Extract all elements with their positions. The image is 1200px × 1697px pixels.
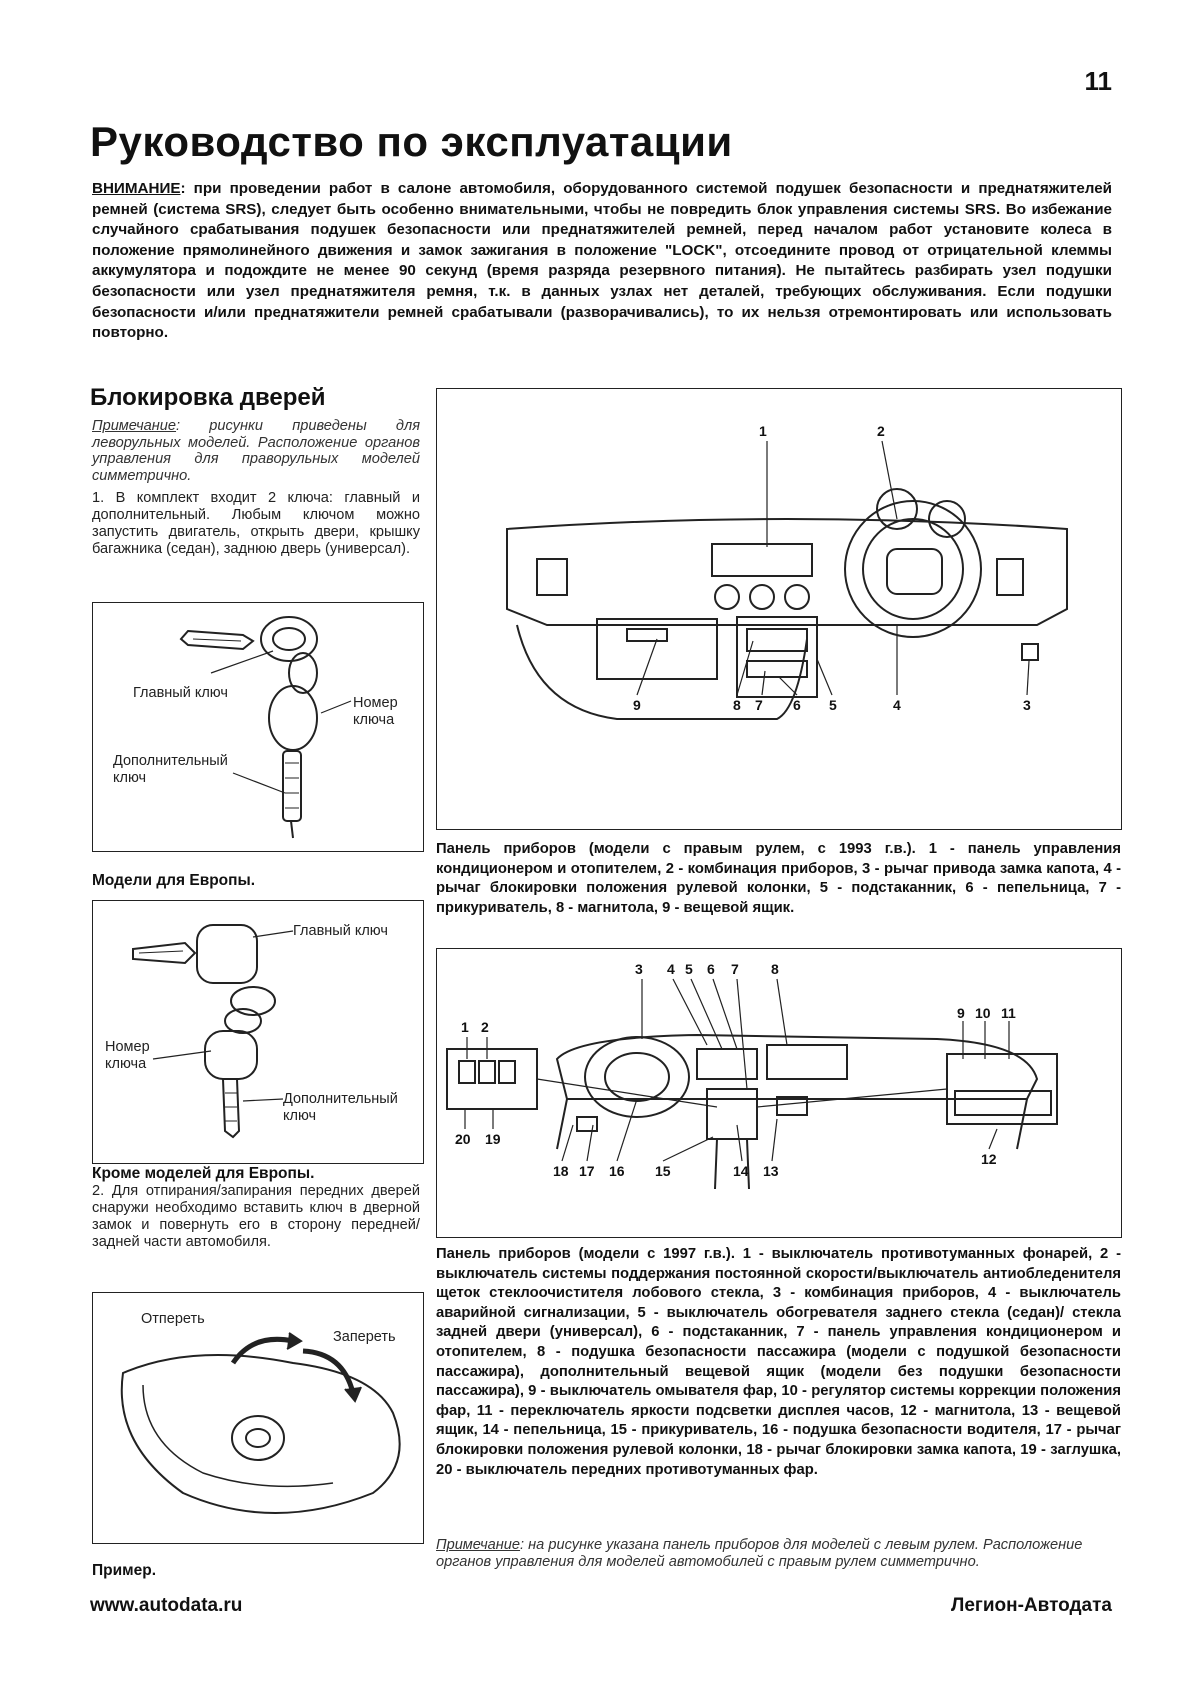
footer-website: www.autodata.ru (90, 1595, 243, 1616)
keys-other-main-label: Главный ключ (293, 923, 388, 939)
dash1993-callout-6: 6 (793, 697, 801, 713)
keys-other-extra-label: Дополнительный ключ (283, 1091, 398, 1124)
dashboard-1993-caption: Панель приборов (модели с правым рулем, … (436, 841, 1121, 916)
figure-dashboard-1993: 1 2 9 8 7 6 5 4 3 (436, 388, 1122, 830)
dash1997-callout-13: 13 (763, 1163, 779, 1179)
dash1997-callout-7: 7 (731, 961, 739, 977)
dash1993-callout-2: 2 (877, 423, 885, 439)
footer-publisher: Легион-Автодата (951, 1595, 1112, 1616)
warning-label: ВНИМАНИЕ (92, 180, 181, 197)
dash1993-callout-7: 7 (755, 697, 763, 713)
dash1993-callout-5: 5 (829, 697, 837, 713)
dash1997-callout-11: 11 (1001, 1005, 1016, 1021)
page-title: Руководство по эксплуатации (90, 118, 733, 165)
dash1993-callout-9: 9 (633, 697, 641, 713)
door-lock-lock-label: Запереть (333, 1329, 396, 1345)
door-lock-drawing (93, 1293, 423, 1543)
dash1997-callout-1: 1 (461, 1019, 469, 1035)
dash1997-callout-14: 14 (733, 1163, 749, 1179)
warning-paragraph: ВНИМАНИЕ: при проведении работ в салоне … (92, 179, 1112, 344)
door-lock-caption: Пример. (92, 1562, 156, 1579)
dashboard-1997-drawing (437, 949, 1121, 1237)
dashboard-1997-note: Примечание: на рисунке указана панель пр… (436, 1537, 1121, 1571)
item-1-text: 1. В комплект входит 2 ключа: главный и … (92, 490, 420, 557)
figure-keys-europe: Главный ключ Номер ключа Дополнительный … (92, 602, 424, 852)
keys-other-number-label: Номер ключа (105, 1039, 150, 1072)
dash1997-callout-2: 2 (481, 1019, 489, 1035)
dash1997-callout-12: 12 (981, 1151, 997, 1167)
warning-text: : при проведении работ в салоне автомоби… (92, 180, 1112, 342)
dash1993-callout-1: 1 (759, 423, 767, 439)
dash1997-callout-4: 4 (667, 961, 675, 977)
section-note: Примечание: рисунки приведены для левору… (92, 418, 420, 484)
figure-door-lock: Отпереть Запереть (92, 1292, 424, 1544)
section-note-text: : рисунки приведены для леворульных моде… (92, 418, 420, 484)
dash1993-callout-4: 4 (893, 697, 901, 713)
item-2-text: 2. Для отпирания/запирания передних двер… (92, 1183, 420, 1250)
dash1997-callout-20: 20 (455, 1131, 471, 1147)
figure-dashboard-1997: 3 4 5 6 7 8 1 2 9 10 11 20 19 18 17 16 1… (436, 948, 1122, 1238)
dashboard-1993-drawing (437, 389, 1121, 829)
dash1997-callout-8: 8 (771, 961, 779, 977)
page-number: 11 (1084, 66, 1113, 96)
dash1997-callout-15: 15 (655, 1163, 671, 1179)
section-title: Блокировка дверей (90, 384, 326, 411)
keys-europe-extra-label: Дополнительный ключ (113, 753, 228, 786)
keys-other-caption: Кроме моделей для Европы. (92, 1165, 315, 1182)
dash1997-callout-18: 18 (553, 1163, 569, 1179)
door-lock-unlock-label: Отпереть (141, 1311, 205, 1327)
keys-other-drawing (93, 901, 423, 1163)
section-note-label: Примечание (92, 418, 177, 434)
dashboard-1997-note-text: : на рисунке указана панель приборов для… (436, 1537, 1083, 1570)
keys-europe-main-label: Главный ключ (133, 685, 228, 701)
dash1997-callout-6: 6 (707, 961, 715, 977)
keys-europe-drawing (93, 603, 423, 851)
keys-europe-number-label: Номер ключа (353, 695, 398, 728)
dash1993-callout-3: 3 (1023, 697, 1031, 713)
dash1993-callout-8: 8 (733, 697, 741, 713)
dash1997-callout-10: 10 (975, 1005, 991, 1021)
dash1997-callout-5: 5 (685, 961, 693, 977)
dash1997-callout-3: 3 (635, 961, 643, 977)
dashboard-1997-note-label: Примечание (436, 1537, 521, 1553)
dash1997-callout-16: 16 (609, 1163, 625, 1179)
keys-europe-caption: Модели для Европы. (92, 872, 256, 889)
dashboard-1997-caption: Панель приборов (модели с 1997 г.в.). 1 … (436, 1246, 1121, 1478)
dash1997-callout-9: 9 (957, 1005, 965, 1021)
dash1997-callout-17: 17 (579, 1163, 595, 1179)
dash1997-callout-19: 19 (485, 1131, 501, 1147)
figure-keys-other: Главный ключ Номер ключа Дополнительный … (92, 900, 424, 1164)
